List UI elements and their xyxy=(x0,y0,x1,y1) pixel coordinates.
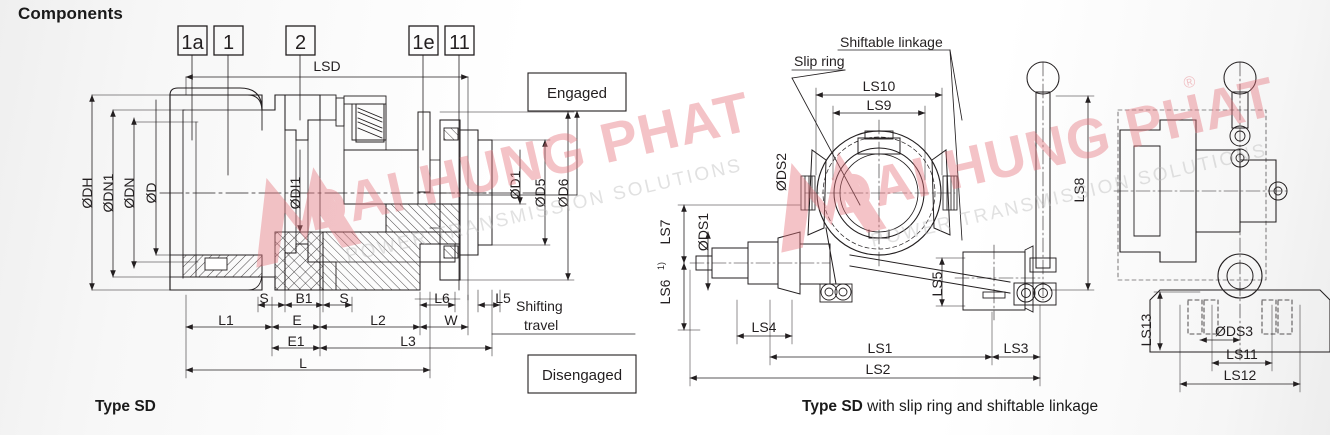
slip-ring-stack xyxy=(800,175,958,211)
dim-label-ds3: ØDS3 xyxy=(1215,323,1253,339)
caption-slipring-bold: Type SD xyxy=(802,398,863,415)
dim-LSD xyxy=(185,74,469,301)
dim-label-e: E xyxy=(292,312,301,328)
dim-label-ls5: LS5 xyxy=(929,271,945,296)
dim-label-l5: L5 xyxy=(495,290,511,306)
shift-sleeve-block xyxy=(954,244,1041,321)
dim-label-s-left: S xyxy=(259,290,268,306)
dim-label-ls4: LS4 xyxy=(752,319,777,335)
shiftable-linkage-label: Shiftable linkage xyxy=(840,34,943,50)
page-title: Components xyxy=(18,4,123,23)
dim-label-ls7: LS7 xyxy=(657,219,673,244)
dim-label-ls1: LS1 xyxy=(868,340,893,356)
dim-label-d: ØD xyxy=(143,183,159,204)
dim-label-l6: L6 xyxy=(434,290,450,306)
dim-label-ds2: ØDS2 xyxy=(773,153,789,191)
dim-ls8 xyxy=(1049,95,1095,291)
dim-label-dn1: ØDN1 xyxy=(100,173,116,212)
length-dimension-lines xyxy=(185,289,501,379)
callout-1a: 1a xyxy=(181,32,204,54)
caption-type-sd: Type SD xyxy=(95,398,156,416)
dim-label-di1: ØDI1 xyxy=(287,176,303,209)
dim-label-s-right: S xyxy=(339,290,348,306)
dim-ls5 xyxy=(935,257,966,307)
dim-label-ls6: LS6 xyxy=(657,279,673,304)
shifting-label: Shifting xyxy=(516,298,563,314)
dim-label-ls3: LS3 xyxy=(1004,340,1029,356)
dim-label-w: W xyxy=(444,312,458,328)
dim-bottom-group xyxy=(689,269,1041,387)
shaft-assembly xyxy=(689,227,1011,303)
figure-type-sd xyxy=(89,25,637,394)
dim-label-ls8: LS8 xyxy=(1071,177,1087,202)
dim-label-ls2: LS2 xyxy=(866,361,891,377)
dim-end-view xyxy=(1153,291,1301,393)
dim-label-l2: L2 xyxy=(370,312,386,328)
dim-label-dh: ØDH xyxy=(79,177,95,208)
caption-type-sd-slipring: Type SD with slip ring and shiftable lin… xyxy=(802,398,1098,416)
dim-label-ls10: LS10 xyxy=(863,78,896,94)
end-view xyxy=(1113,61,1330,361)
diameter-dimension-lines-left xyxy=(89,94,201,291)
dim-label-e1: E1 xyxy=(287,333,304,349)
callout-boxes xyxy=(177,25,475,291)
dim-label-dn: ØDN xyxy=(121,177,137,208)
dim-left-group xyxy=(677,204,801,331)
disengaged-label: Disengaged xyxy=(542,367,622,384)
callout-1e: 1e xyxy=(412,32,434,54)
leader-lines xyxy=(791,49,963,241)
dim-label-ls11: LS11 xyxy=(1226,346,1258,362)
slipring-housing xyxy=(804,119,956,269)
disengaged-box xyxy=(527,354,637,394)
dim-label-l1: L1 xyxy=(218,312,234,328)
dim-label-d1: ØD1 xyxy=(507,170,523,199)
callout-2: 2 xyxy=(295,32,306,54)
figure-type-sd-slipring xyxy=(677,49,1330,393)
dim-label-d5: ØD5 xyxy=(532,178,548,207)
dim-ls10-ls9 xyxy=(815,87,943,181)
dim-label-ls13: LS13 xyxy=(1138,313,1154,346)
caption-slipring-rest: with slip ring and shiftable linkage xyxy=(862,398,1099,415)
section-hatching-left xyxy=(169,254,263,278)
dim-label-b1: B1 xyxy=(295,290,312,306)
diameter-dimension-lines-right xyxy=(417,111,575,281)
engaged-label: Engaged xyxy=(547,85,607,102)
friction-disc-pack xyxy=(335,95,387,151)
dim-label-lsd: LSD xyxy=(313,58,340,74)
lever-and-rollers xyxy=(1013,61,1060,306)
right-flange xyxy=(417,111,493,281)
callout-1: 1 xyxy=(223,32,234,54)
dim-label-ls12: LS12 xyxy=(1224,367,1257,383)
caption-type-sd-bold: Type SD xyxy=(95,398,156,415)
dim-label-l: L xyxy=(299,355,307,371)
dim-label-l3: L3 xyxy=(400,333,416,349)
callout-11: 11 xyxy=(449,32,470,54)
dim-label-ls9: LS9 xyxy=(867,97,892,113)
right-hub-section xyxy=(322,149,461,291)
slip-ring-label: Slip ring xyxy=(794,53,845,69)
dim-label-ls6-superscript: 1) xyxy=(656,262,666,270)
travel-label: travel xyxy=(524,317,558,333)
dim-label-ds1: ØDS1 xyxy=(695,213,711,251)
dim-label-d6: ØD6 xyxy=(555,178,571,207)
